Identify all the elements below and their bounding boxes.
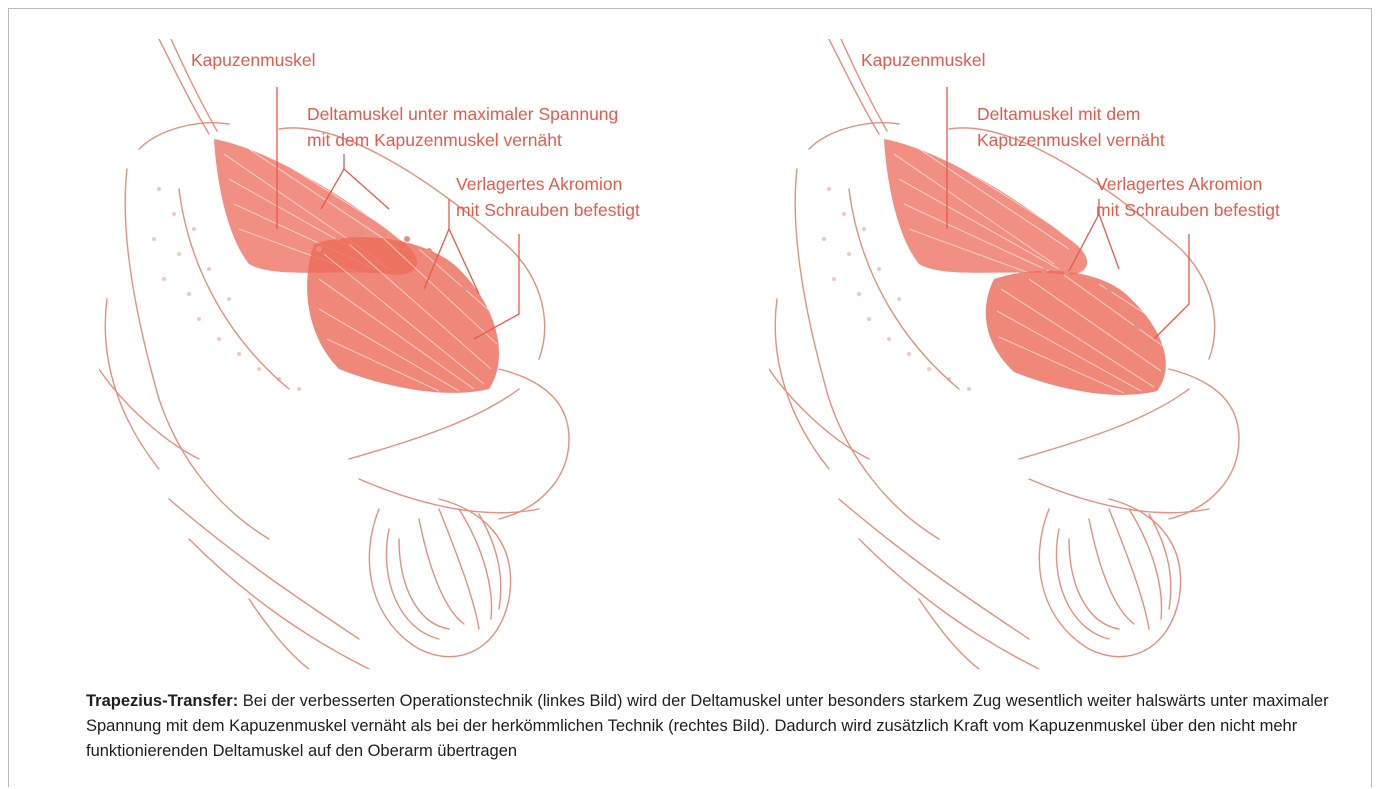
illustration-left: Kapuzenmuskel Deltamuskel unter maximale… bbox=[99, 39, 739, 669]
label-deltamuskel-line2-left: mit dem Kapuzenmuskel vernäht bbox=[307, 127, 562, 153]
label-akromion-line1-right: Verlagertes Akromion bbox=[1096, 171, 1262, 197]
label-kapuzenmuskel-right: Kapuzenmuskel bbox=[861, 47, 986, 73]
caption-title: Trapezius-Transfer: bbox=[86, 692, 238, 710]
label-akromion-line2-left: mit Schrauben befestigt bbox=[456, 197, 640, 223]
label-deltamuskel-line1-left: Deltamuskel unter maximaler Spannung bbox=[307, 101, 618, 127]
figure-frame: Kapuzenmuskel Deltamuskel unter maximale… bbox=[8, 8, 1372, 787]
figure-caption: Trapezius-Transfer: Bei der verbesserten… bbox=[86, 689, 1356, 764]
label-akromion-line1-left: Verlagertes Akromion bbox=[456, 171, 622, 197]
label-akromion-line2-right: mit Schrauben befestigt bbox=[1096, 197, 1280, 223]
caption-text: Bei der verbesserten Operationstechnik (… bbox=[86, 692, 1329, 760]
label-kapuzenmuskel-left: Kapuzenmuskel bbox=[191, 47, 316, 73]
label-deltamuskel-line2-right: Kapuzenmuskel vernäht bbox=[977, 127, 1165, 153]
illustration-right: Kapuzenmuskel Deltamuskel mit dem Kapuze… bbox=[769, 39, 1382, 669]
label-deltamuskel-line1-right: Deltamuskel mit dem bbox=[977, 101, 1140, 127]
